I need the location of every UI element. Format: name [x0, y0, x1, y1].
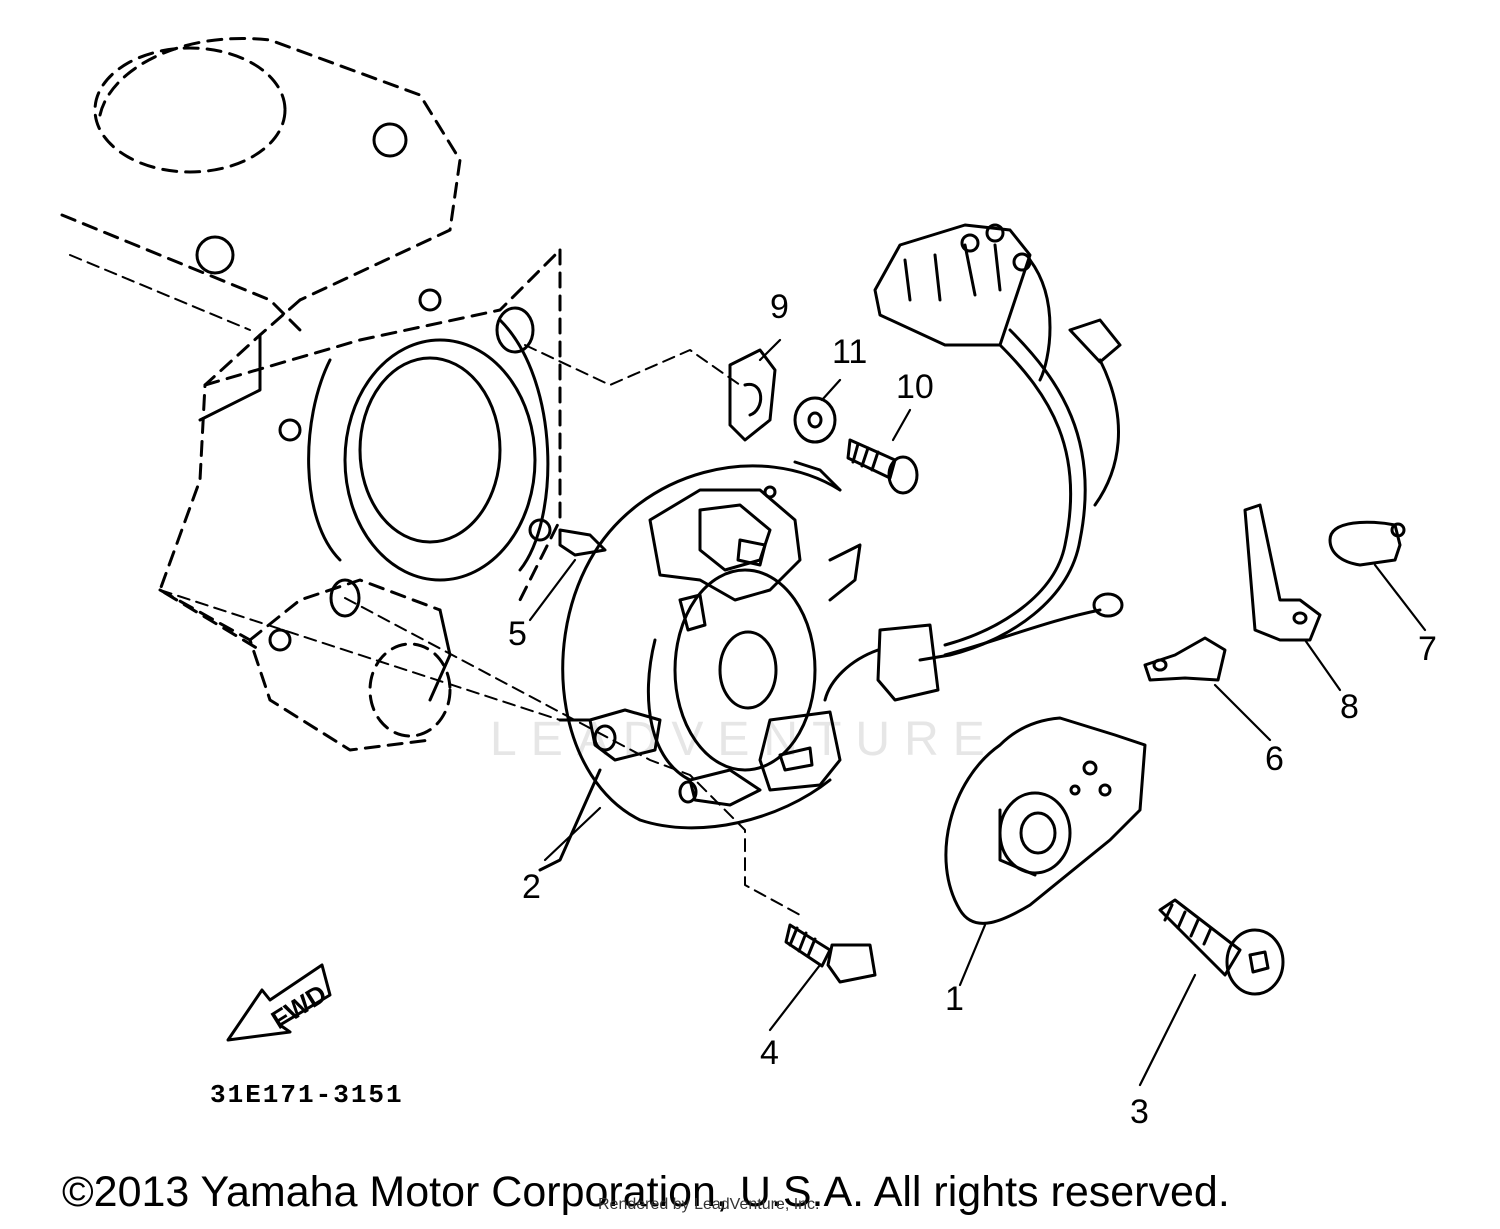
stator-assembly	[538, 460, 862, 872]
part-number-1: 1	[945, 980, 964, 1018]
fwd-arrow-icon	[226, 963, 332, 1042]
small-parts	[558, 348, 1406, 996]
part-number-11: 11	[832, 333, 868, 371]
drawing-code: 31E171-3151	[210, 1080, 404, 1110]
part-number-2: 2	[522, 868, 541, 906]
leader-lines	[528, 338, 1427, 1087]
part-number-6: 6	[1265, 740, 1284, 778]
part-number-9: 9	[770, 288, 789, 326]
part-number-5: 5	[508, 615, 527, 653]
watermark-text: LEADVENTURE	[490, 713, 999, 766]
assembly-lines	[69, 254, 801, 916]
part-number-3: 3	[1130, 1093, 1149, 1131]
crankcase-solid-details	[195, 122, 552, 702]
copyright-notice: ©2013 Yamaha Motor Corporation, U.S.A. A…	[62, 1168, 1230, 1216]
crankcase-outline	[60, 37, 562, 752]
wire-harness	[823, 223, 1124, 702]
fwd-label: FWD	[266, 978, 332, 1035]
part-number-8: 8	[1340, 688, 1359, 726]
rendered-by-note: Rendered by LeadVenture, Inc.	[598, 1196, 820, 1213]
cover-plate	[944, 716, 1147, 925]
part-number-7: 7	[1418, 630, 1437, 668]
part-number-4: 4	[760, 1034, 779, 1072]
part-number-10: 10	[896, 368, 934, 406]
